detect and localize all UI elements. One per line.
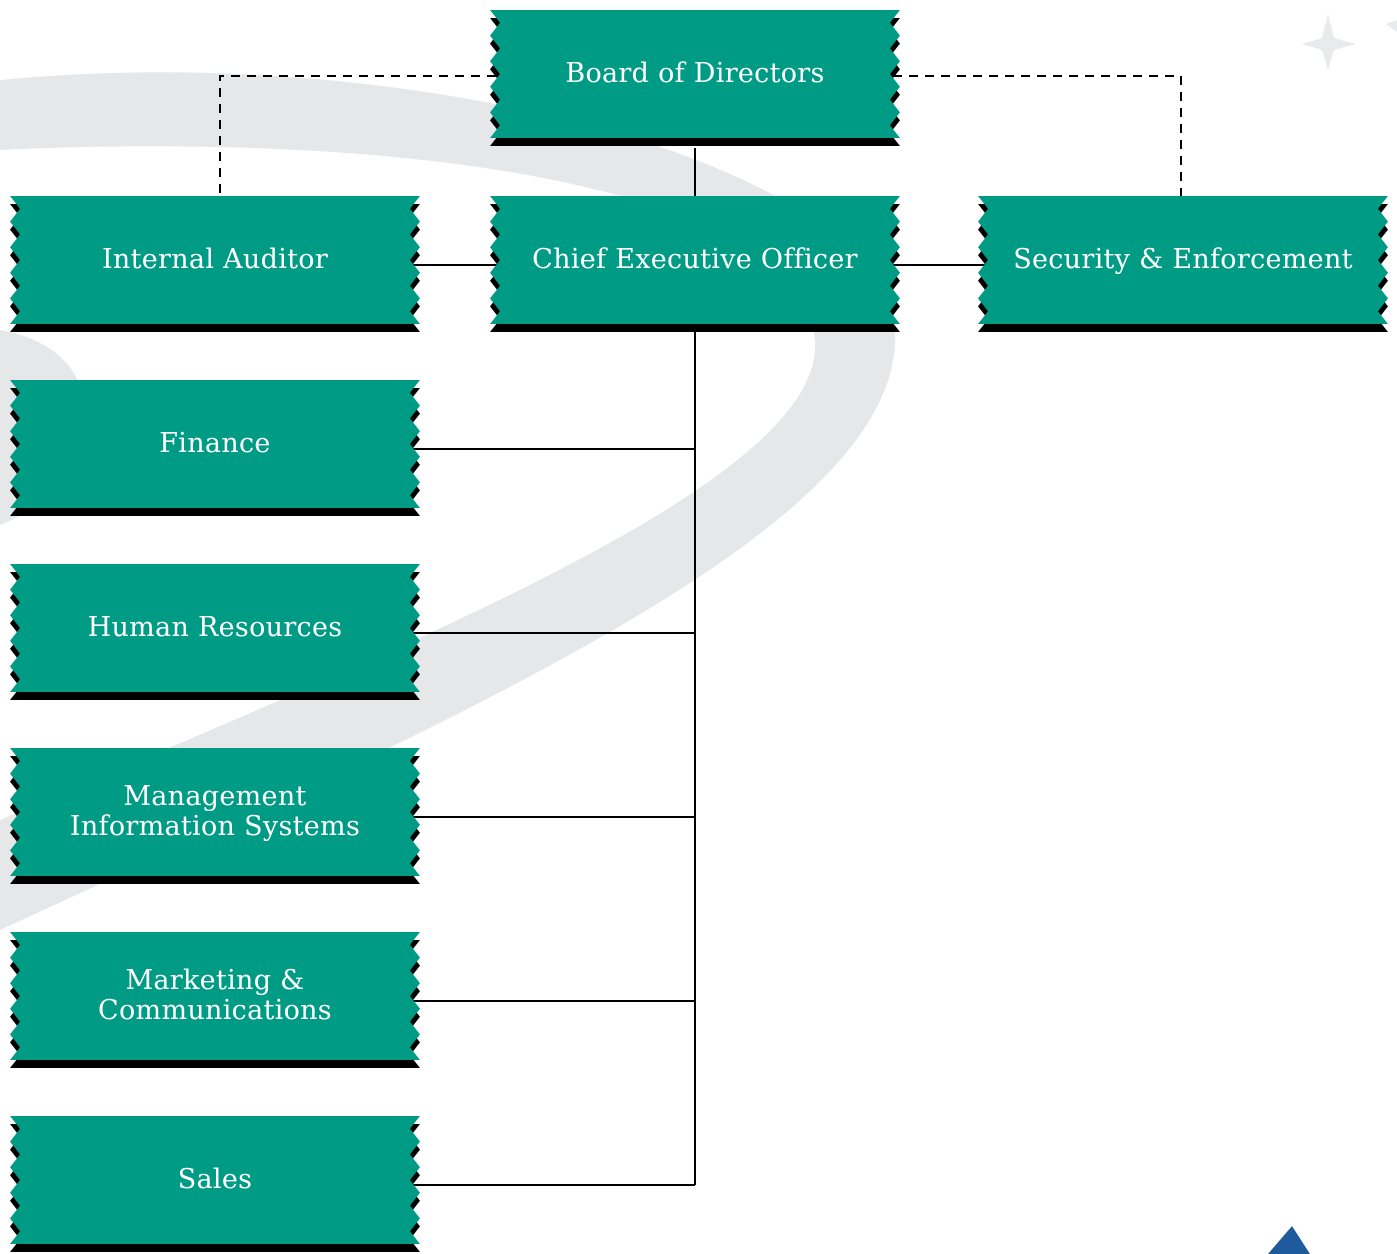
- node-label: Human Resources: [87, 612, 343, 643]
- ribbon-shape: [490, 196, 900, 332]
- triangle-accent-icon: [1268, 1226, 1310, 1254]
- ribbon-shape: [10, 748, 420, 884]
- node-security-enforcement: Security & Enforcement: [978, 196, 1388, 334]
- node-label: Chief Executive Officer: [532, 244, 858, 275]
- node-board-of-directors: Board of Directors: [490, 10, 900, 148]
- node-human-resources: Human Resources: [10, 564, 420, 702]
- connector-board-auditor: [219, 75, 496, 196]
- ribbon-shape: [490, 10, 900, 146]
- node-label: Sales: [177, 1164, 253, 1195]
- node-management-information-systems: Management Information Systems: [10, 748, 420, 886]
- node-finance: Finance: [10, 380, 420, 518]
- node-marketing-communications: Marketing & Communications: [10, 932, 420, 1070]
- solid-connectors: [410, 148, 987, 1186]
- ribbon-shape: [10, 932, 420, 1068]
- sparkle-icon: [1302, 14, 1356, 70]
- node-label: Board of Directors: [565, 58, 825, 89]
- connector-board-security: [893, 75, 1182, 196]
- node-sales: Sales: [10, 1116, 420, 1254]
- dashed-connectors: [219, 75, 1182, 196]
- ribbon-shape: [10, 564, 420, 700]
- sparkle-icon: [1386, 20, 1397, 32]
- ribbon-shape: [10, 1116, 420, 1252]
- node-label: Marketing & Communications: [98, 965, 332, 1026]
- ribbon-shape: [10, 196, 420, 332]
- ribbon-shape: [10, 380, 420, 516]
- node-label: Management Information Systems: [69, 781, 361, 842]
- node-internal-auditor: Internal Auditor: [10, 196, 420, 334]
- node-label: Security & Enforcement: [1013, 244, 1353, 275]
- node-label: Internal Auditor: [101, 244, 329, 275]
- node-label: Finance: [159, 428, 271, 459]
- node-chief-executive-officer: Chief Executive Officer: [490, 196, 900, 334]
- ribbon-shape: [978, 196, 1388, 332]
